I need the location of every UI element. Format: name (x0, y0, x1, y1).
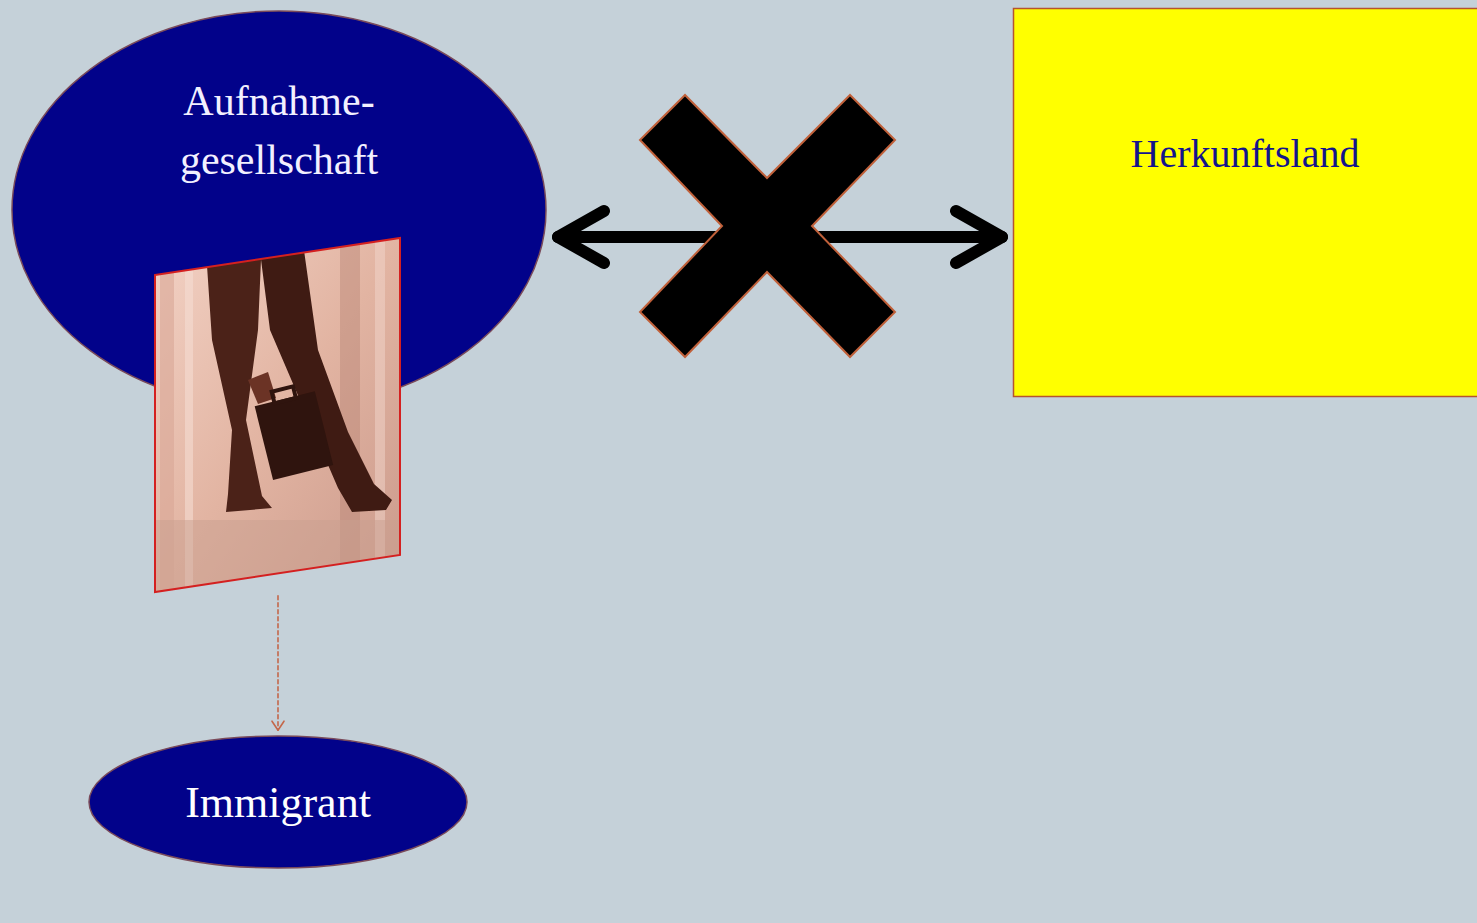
node-label: Aufnahme- gesellschaft (180, 72, 378, 190)
text-slot: Aufnahme- gesellschaft (11, 72, 547, 190)
arrow-head (558, 211, 604, 263)
arrow-head (272, 721, 284, 730)
ellipse-outline (89, 736, 467, 868)
text-slot: Immigrant (88, 735, 468, 870)
photo-frame (155, 238, 400, 592)
box-outline (1014, 9, 1477, 397)
connector-line (277, 596, 279, 730)
node-shape (1013, 8, 1477, 397)
node-label: Immigrant (185, 772, 371, 834)
arrow-head (956, 211, 1002, 263)
businessman-photo (150, 230, 410, 600)
society-ellipse: Immigrant (88, 735, 468, 870)
cross-symbol (640, 95, 895, 357)
text-slot: Herkunftsland (1013, 126, 1477, 182)
society-ellipse: Aufnahme- gesellschaft (11, 10, 547, 592)
node-label: Herkunftsland (1131, 126, 1360, 182)
ellipse-outline (12, 11, 546, 409)
country-box: Herkunftsland (1013, 8, 1477, 397)
dashed-arrow (272, 596, 284, 730)
